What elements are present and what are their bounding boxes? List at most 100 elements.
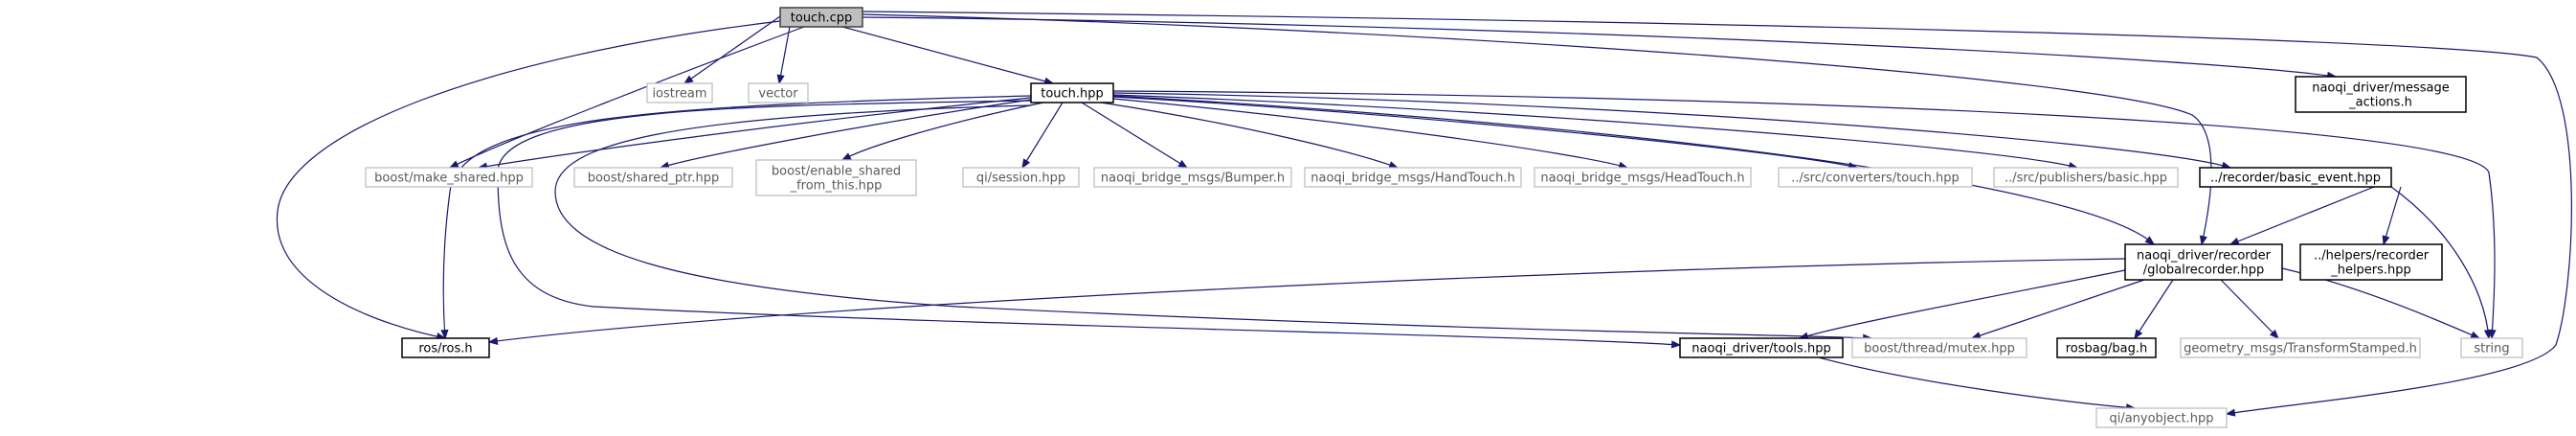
node-label: ros/ros.h	[418, 342, 472, 356]
edge-arrowhead	[2229, 237, 2240, 245]
node-label: geometry_msgs/TransformStamped.h	[2184, 342, 2417, 356]
node-bag[interactable]: rosbag/bag.h	[2056, 337, 2157, 358]
edge-touch_hpp-conv_touch	[1112, 96, 1859, 171]
node-label: string	[2474, 342, 2509, 356]
node-box	[1778, 167, 1973, 188]
edge-touch_cpp-iostream	[683, 15, 781, 84]
node-enable-shared[interactable]: boost/enable_shared_from_this.hpp	[755, 159, 917, 196]
node-label: rosbag/bag.h	[2066, 342, 2147, 356]
edge-arrowhead	[776, 74, 785, 85]
edge-basic_event-helpers	[2382, 186, 2402, 246]
edge-arrowhead	[2144, 236, 2156, 245]
node-headtouch[interactable]: naoqi_bridge_msgs/HeadTouch.h	[1534, 167, 1752, 188]
node-box	[1993, 167, 2179, 188]
node-string[interactable]: string	[2460, 337, 2523, 358]
node-label: iostream	[652, 87, 706, 102]
node-label: touch.hpp	[1041, 87, 1104, 102]
node-box	[2199, 167, 2392, 188]
node-label: naoqi_driver/recorder	[2137, 249, 2272, 264]
edge-arrowhead	[2470, 331, 2481, 339]
node-anyobject[interactable]: qi/anyobject.hpp	[2095, 407, 2228, 428]
edge-arrowhead	[440, 329, 449, 340]
edge-touch_hpp-tools	[497, 100, 1682, 349]
node-label: naoqi_driver/tools.hpp	[1691, 342, 1830, 356]
edge-touch_cpp-touch_hpp	[841, 26, 1055, 85]
node-globalrecorder[interactable]: naoqi_driver/recorder/globalrecorder.hpp	[2124, 243, 2283, 281]
node-touch-cpp[interactable]: touch.cpp	[779, 7, 863, 28]
edge-arrowhead	[448, 160, 459, 169]
node-box	[962, 167, 1080, 188]
node-transform[interactable]: geometry_msgs/TransformStamped.h	[2180, 337, 2421, 358]
node-mutex[interactable]: boost/thread/mutex.hpp	[1851, 337, 2027, 358]
node-label: qi/anyobject.hpp	[2109, 412, 2213, 426]
edge-arrowhead	[2382, 235, 2390, 246]
node-label: boost/make_shared.hpp	[374, 172, 524, 186]
node-make-shared[interactable]: boost/make_shared.hpp	[365, 167, 533, 188]
node-box	[1851, 337, 2027, 358]
node-label: vector	[758, 87, 798, 102]
node-box	[1679, 337, 1844, 358]
edge-touch_cpp-globalrecorder	[862, 13, 2212, 246]
edge-arrowhead	[2134, 329, 2143, 340]
edge-touch_hpp-mutex	[554, 104, 1873, 342]
node-qi-session[interactable]: qi/session.hpp	[962, 167, 1080, 188]
node-box	[2299, 243, 2443, 281]
node-box	[401, 337, 490, 358]
node-touch-hpp[interactable]: touch.hpp	[1030, 82, 1114, 103]
node-box	[1030, 82, 1114, 103]
edge-touch_hpp-globalrecorder	[1112, 95, 2156, 245]
node-label: naoqi_driver/message	[2312, 81, 2450, 96]
edge-arrowhead	[2483, 329, 2492, 340]
node-message-actions[interactable]: naoqi_driver/message_actions.h	[2295, 76, 2467, 113]
node-vector[interactable]: vector	[748, 82, 809, 103]
node-label: naoqi_bridge_msgs/HeadTouch.h	[1540, 172, 1744, 186]
node-box	[1093, 167, 1292, 188]
node-iostream[interactable]: iostream	[646, 82, 713, 103]
edge-arrowhead	[1177, 159, 1189, 169]
node-box	[2295, 76, 2467, 113]
node-label: naoqi_bridge_msgs/Bumper.h	[1101, 172, 1285, 186]
edge-globalrecorder-ros	[487, 258, 2126, 345]
node-box	[1304, 167, 1522, 188]
node-bumper[interactable]: naoqi_bridge_msgs/Bumper.h	[1093, 167, 1292, 188]
node-label: boost/thread/mutex.hpp	[1864, 342, 2015, 356]
edge-arrowhead	[683, 75, 694, 84]
edge-arrowhead	[487, 336, 499, 345]
edge-basic_event-globalrecorder	[2229, 186, 2375, 245]
node-tools[interactable]: naoqi_driver/tools.hpp	[1679, 337, 1844, 358]
node-basic-event[interactable]: ../recorder/basic_event.hpp	[2199, 167, 2392, 188]
edge-globalrecorder-transform	[2220, 279, 2279, 339]
edge-touch_hpp-bumper	[1081, 102, 1189, 169]
node-handtouch[interactable]: naoqi_bridge_msgs/HandTouch.h	[1304, 167, 1522, 188]
node-box	[365, 167, 533, 188]
edge-arrowhead	[840, 152, 852, 161]
node-box	[2056, 337, 2157, 358]
node-box	[573, 167, 733, 188]
edge-touch_hpp-enable_shared	[840, 102, 1044, 161]
edge-touch_hpp-ros	[440, 95, 1032, 340]
edge-globalrecorder-bag	[2134, 279, 2174, 340]
node-shared-ptr[interactable]: boost/shared_ptr.hpp	[573, 167, 733, 188]
edge-arrowhead	[1670, 340, 1682, 349]
node-box	[779, 7, 863, 28]
node-label: _helpers.hpp	[2330, 264, 2411, 278]
node-pub-basic[interactable]: ../src/publishers/basic.hpp	[1993, 167, 2179, 188]
node-label: /globalrecorder.hpp	[2143, 264, 2265, 278]
node-box	[755, 159, 917, 196]
node-helpers[interactable]: ../helpers/recorder_helpers.hpp	[2299, 243, 2443, 281]
edge-basic_event-string	[2390, 186, 2492, 340]
node-label: qi/session.hpp	[976, 172, 1065, 186]
edge-globalrecorder-tools	[1798, 269, 2126, 340]
edge-touch_hpp-string	[1112, 90, 2497, 340]
node-box	[748, 82, 809, 103]
node-ros[interactable]: ros/ros.h	[401, 337, 490, 358]
edge-touch_cpp-vector	[776, 26, 791, 85]
node-box	[1534, 167, 1752, 188]
edge-touch_hpp-basic_event	[1112, 92, 2232, 170]
node-box	[2180, 337, 2421, 358]
node-conv-touch[interactable]: ../src/converters/touch.hpp	[1778, 167, 1973, 188]
node-label: ../recorder/basic_event.hpp	[2210, 172, 2381, 186]
node-label: _actions.h	[2348, 96, 2412, 110]
node-box	[646, 82, 713, 103]
